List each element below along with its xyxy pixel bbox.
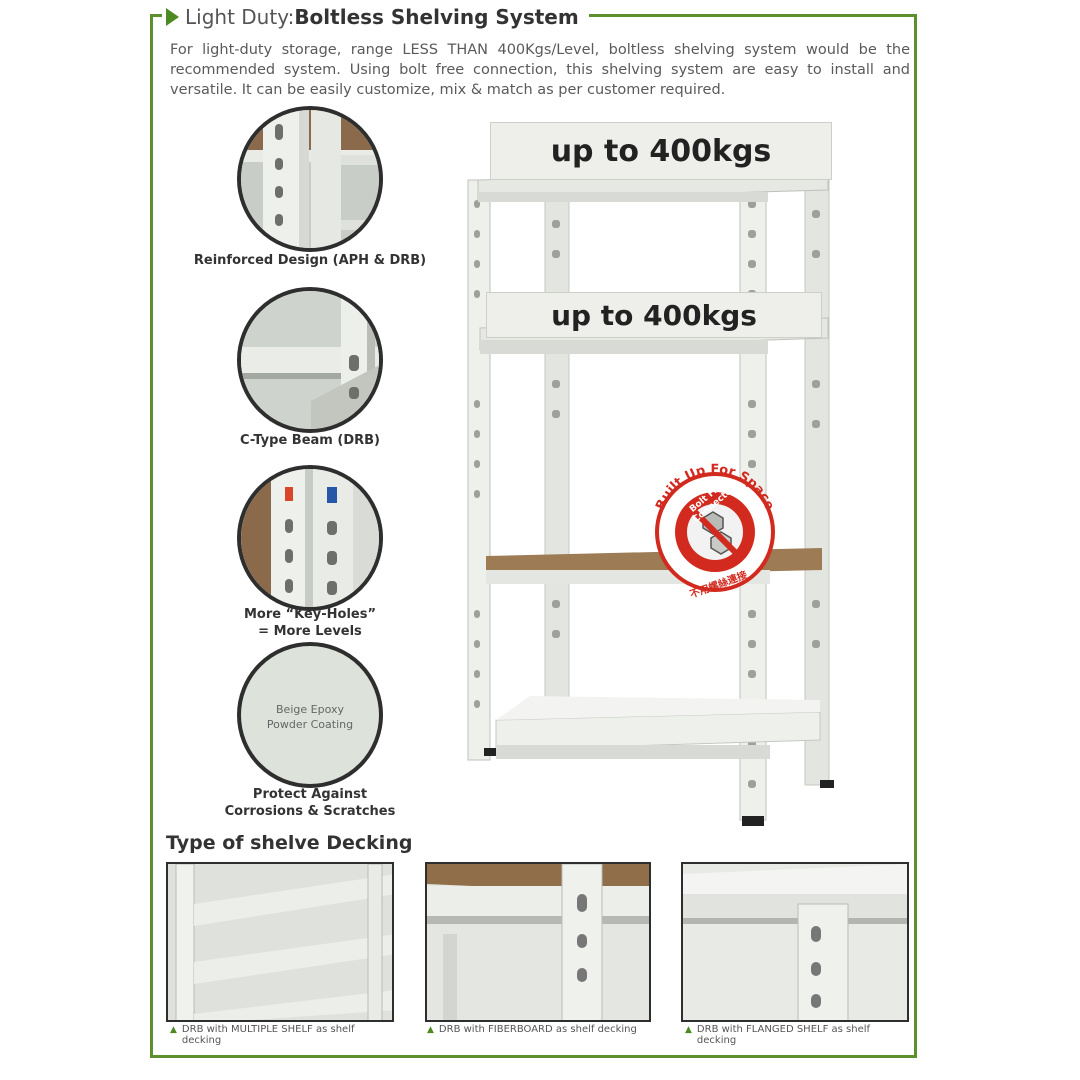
title-main: Boltless Shelving System — [294, 5, 579, 29]
c-type-beam-photo — [237, 287, 383, 433]
coating-swatch: Beige Epoxy Powder Coating — [237, 642, 383, 788]
triangle-bullet-icon: ▲ — [427, 1025, 434, 1035]
title-prefix: Light Duty: — [185, 5, 295, 29]
page-title: Light Duty: Boltless Shelving System — [166, 4, 589, 30]
frame-line — [150, 1055, 917, 1058]
load-capacity-sign-middle: up to 400kgs — [486, 292, 822, 338]
frame-line — [586, 14, 916, 17]
frame-line — [150, 14, 162, 17]
fiberboard-photo — [425, 862, 651, 1022]
triangle-bullet-icon: ▲ — [170, 1025, 177, 1035]
feature-label: Reinforced Design (APH & DRB) — [193, 253, 427, 268]
multiple-shelf-photo — [166, 862, 394, 1022]
decking-caption: ▲ DRB with FIBERBOARD as shelf decking — [427, 1024, 637, 1035]
feature-label: Protect Against Corrosions & Scratches — [224, 787, 396, 819]
load-capacity-sign-top: up to 400kgs — [490, 122, 832, 180]
feature-label: More “Key-Holes” = More Levels — [243, 607, 377, 639]
feature-label: C-Type Beam (DRB) — [240, 433, 380, 448]
frame-line — [150, 14, 153, 1058]
decking-section-title: Type of shelve Decking — [166, 832, 413, 854]
reinforced-design-photo — [237, 106, 383, 252]
intro-paragraph: For light-duty storage, range LESS THAN … — [170, 42, 910, 98]
flanged-shelf-photo — [681, 862, 909, 1022]
key-holes-photo — [237, 465, 383, 611]
coating-text: Beige Epoxy Powder Coating — [266, 703, 354, 731]
play-arrow-icon — [166, 8, 179, 26]
triangle-bullet-icon: ▲ — [685, 1025, 692, 1035]
frame-line — [914, 14, 917, 1058]
bolt-free-stamp: Built Up For Space — [645, 462, 785, 602]
